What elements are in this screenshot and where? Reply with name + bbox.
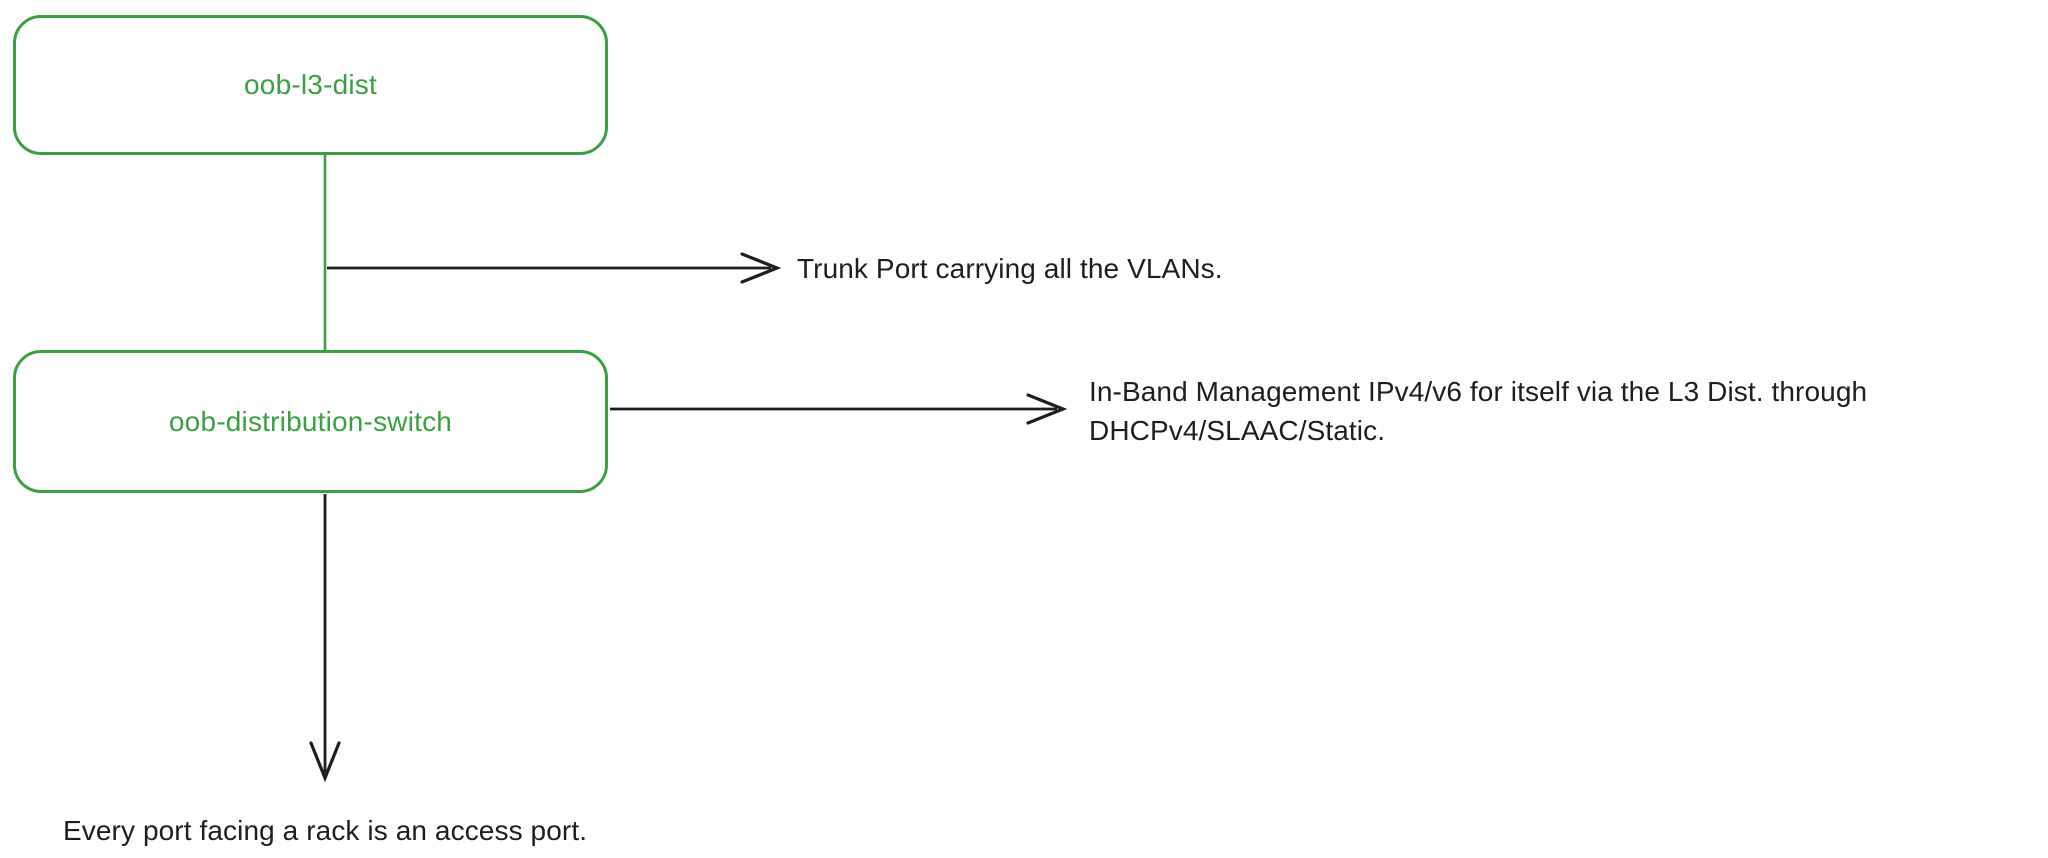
- trunk-annotation: Trunk Port carrying all the VLANs.: [797, 253, 1223, 284]
- arrowhead-right-icon: [1026, 393, 1068, 425]
- inband-annotation-line1: In-Band Management IPv4/v6 for itself vi…: [1089, 376, 1868, 407]
- inband-annotation: In-Band Management IPv4/v6 for itself vi…: [1089, 372, 1867, 450]
- trunk-arrow: [327, 252, 782, 284]
- inband-arrow: [610, 393, 1068, 425]
- node-oob-distribution-switch[interactable]: oob-distribution-switch: [13, 350, 608, 493]
- node-oob-l3-dist[interactable]: oob-l3-dist: [13, 15, 608, 155]
- arrowhead-down-icon: [309, 741, 341, 783]
- inband-annotation-line2: DHCPv4/SLAAC/Static.: [1089, 415, 1386, 446]
- access-annotation: Every port facing a rack is an access po…: [63, 815, 588, 846]
- node-oob-distribution-switch-label: oob-distribution-switch: [168, 405, 453, 437]
- arrowhead-right-icon: [740, 252, 782, 284]
- access-arrow: [309, 494, 341, 783]
- node-oob-l3-dist-label: oob-l3-dist: [244, 69, 377, 100]
